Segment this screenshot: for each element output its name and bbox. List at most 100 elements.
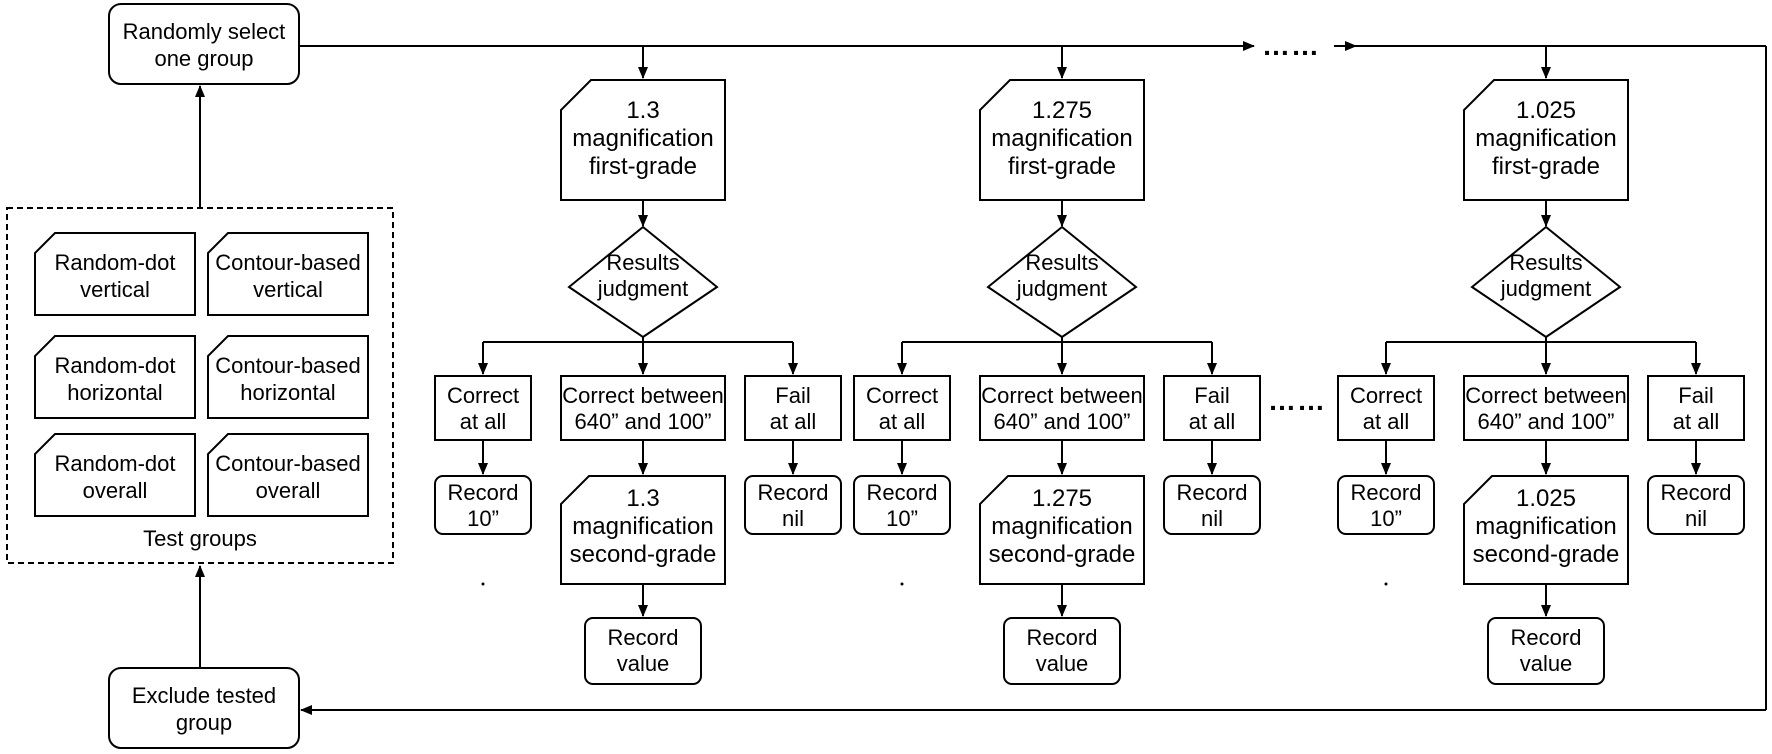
record-value-line-1: Record [608, 625, 679, 650]
correct-between-line-1: Correct between [981, 383, 1142, 408]
randomly-select-line-2: one group [154, 46, 253, 71]
test-group-card-line-2: horizontal [240, 380, 335, 405]
results-judgment-line-2: judgment [1016, 276, 1108, 301]
dot-marker [481, 582, 485, 586]
correct-at-all-line-2: at all [460, 409, 506, 434]
test-group-card-line-2: overall [256, 478, 321, 503]
test-groups-label: Test groups [143, 526, 257, 551]
dot-marker [1384, 582, 1388, 586]
record-10-line-1: Record [1351, 480, 1422, 505]
record-value-line-2: value [617, 651, 670, 676]
record-nil-line-1: Record [758, 480, 829, 505]
test-group-card-line-1: Random-dot [54, 250, 175, 275]
test-group-card-line-1: Contour-based [215, 451, 361, 476]
magnification-column: 1.275magnificationfirst-gradeResultsjudg… [853, 46, 1261, 685]
test-group-card-line-1: Random-dot [54, 451, 175, 476]
correct-at-all-line-2: at all [1363, 409, 1409, 434]
record-value-line-2: value [1036, 651, 1089, 676]
record-10-line-1: Record [448, 480, 519, 505]
record-value-line-1: Record [1027, 625, 1098, 650]
record-10-line-1: Record [867, 480, 938, 505]
test-group-card-line-1: Random-dot [54, 353, 175, 378]
exclude-tested-box: Exclude tested group [108, 667, 300, 749]
dot-marker [900, 582, 904, 586]
second-grade-line-1: 1.275 [1032, 485, 1092, 512]
results-judgment-line-1: Results [606, 250, 679, 275]
correct-between-line-2: 640” and 100” [1478, 409, 1615, 434]
second-grade-line-2: magnification [1475, 513, 1616, 540]
test-group-card-line-2: horizontal [67, 380, 162, 405]
second-grade-line-3: second-grade [1473, 541, 1620, 568]
second-grade-line-3: second-grade [989, 541, 1136, 568]
fail-at-all-line-1: Fail [1678, 383, 1713, 408]
test-group-card-line-2: overall [83, 478, 148, 503]
test-group-card-line-2: vertical [80, 277, 150, 302]
test-group-card-line-1: Contour-based [215, 353, 361, 378]
first-grade-line-3: first-grade [1008, 153, 1116, 180]
exclude-tested-line-2: group [176, 710, 232, 735]
magnification-column: 1.3magnificationfirst-gradeResultsjudgme… [434, 46, 842, 685]
connectors [195, 41, 1767, 715]
fail-at-all-line-2: at all [1673, 409, 1719, 434]
fail-at-all-line-2: at all [770, 409, 816, 434]
second-grade-line-2: magnification [991, 513, 1132, 540]
second-grade-line-1: 1.025 [1516, 485, 1576, 512]
record-10-line-2: 10” [467, 506, 499, 531]
fail-at-all-line-1: Fail [1194, 383, 1229, 408]
randomly-select-line-1: Randomly select [123, 19, 286, 44]
record-value-line-1: Record [1511, 625, 1582, 650]
second-grade-line-2: magnification [572, 513, 713, 540]
results-judgment-line-2: judgment [1500, 276, 1592, 301]
record-10-line-2: 10” [1370, 506, 1402, 531]
first-grade-line-2: magnification [572, 125, 713, 152]
first-grade-line-3: first-grade [589, 153, 697, 180]
fail-at-all-line-1: Fail [775, 383, 810, 408]
record-value-line-2: value [1520, 651, 1573, 676]
record-nil-line-1: Record [1661, 480, 1732, 505]
results-judgment-line-1: Results [1509, 250, 1582, 275]
first-grade-line-1: 1.3 [626, 97, 659, 124]
fail-at-all-line-2: at all [1189, 409, 1235, 434]
test-group-card-line-2: vertical [253, 277, 323, 302]
randomly-select-box: Randomly select one group [108, 3, 300, 85]
test-group-card-line-1: Contour-based [215, 250, 361, 275]
first-grade-line-2: magnification [1475, 125, 1616, 152]
correct-between-line-2: 640” and 100” [994, 409, 1131, 434]
correct-at-all-line-2: at all [879, 409, 925, 434]
first-grade-line-2: magnification [991, 125, 1132, 152]
correct-at-all-line-1: Correct [1350, 383, 1422, 408]
results-judgment-line-2: judgment [597, 276, 689, 301]
correct-between-line-1: Correct between [1465, 383, 1626, 408]
top-ellipsis: …… [1262, 30, 1320, 61]
first-grade-line-1: 1.025 [1516, 97, 1576, 124]
